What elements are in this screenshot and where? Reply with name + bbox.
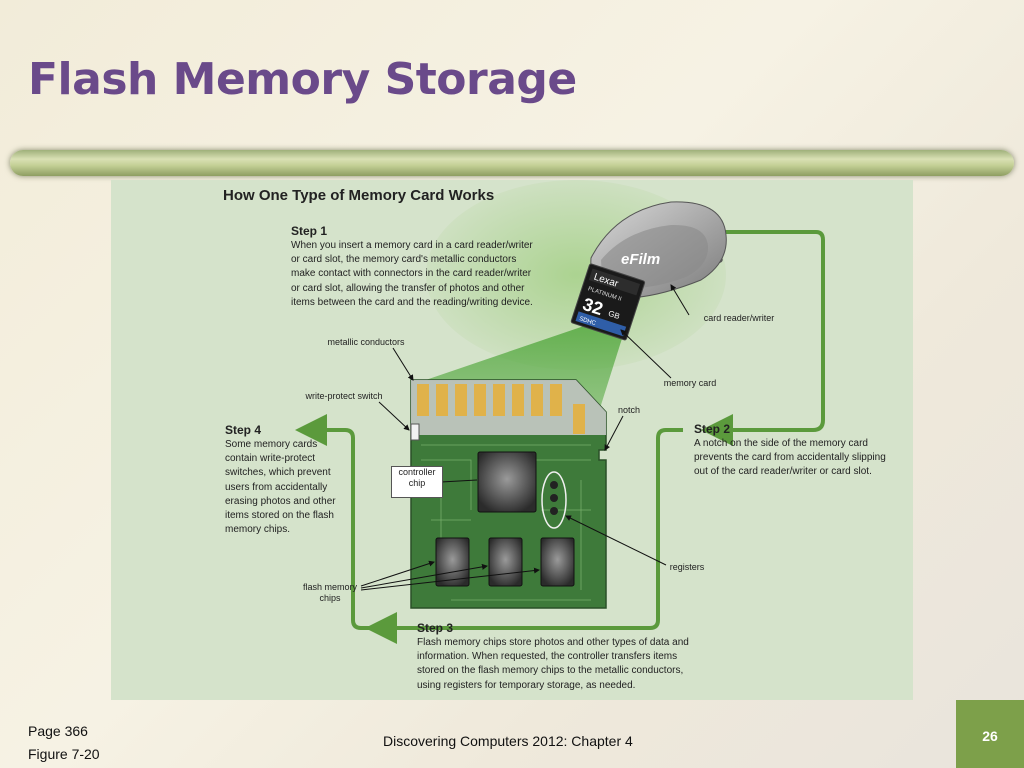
callout-controller-chip (440, 479, 478, 483)
slide-number: 26 (982, 728, 998, 744)
figure-title: How One Type of Memory Card Works (223, 187, 495, 204)
step-2-heading: Step 2 (694, 422, 731, 436)
callout-registers (565, 515, 667, 566)
flash-memory-chip-1 (435, 537, 470, 587)
controller-chip (477, 451, 537, 513)
label-controller-chip: controller chip (391, 466, 443, 498)
metallic-conductors (417, 384, 585, 434)
figure-illustration: eFilm Lexar PLATINUM II 32 GB SDHC (295, 180, 825, 644)
step-4: Step 4 Some memory cards contain write-p… (225, 423, 337, 537)
arrow-step2-to-step3 (365, 428, 683, 644)
callout-memory-card (620, 329, 672, 379)
label-flash-memory-chips: flash memory chips (302, 582, 357, 603)
step-2-text: A notch on the side of the memory card p… (694, 438, 886, 478)
label-metallic-conductors: metallic conductors (327, 337, 405, 347)
label-registers: registers (669, 562, 705, 572)
write-protect-switch (410, 423, 420, 441)
flash-memory-chip-3 (540, 537, 575, 587)
label-notch: notch (617, 405, 641, 415)
step-3: Step 3 Flash memory chips store photos a… (417, 621, 697, 693)
footer-references: Page 366 Figure 7-20 (28, 720, 100, 766)
step-1-text: When you insert a memory card in a card … (291, 240, 533, 308)
callout-flash-chip-1 (360, 560, 435, 587)
slide-number-box: 26 (956, 700, 1024, 768)
figure-reference: Figure 7-20 (28, 746, 100, 762)
callout-flash-chip-3 (360, 567, 540, 591)
step-3-heading: Step 3 (417, 621, 454, 635)
label-memory-card: memory card (663, 378, 717, 388)
step-4-text: Some memory cards contain write-protect … (225, 439, 336, 536)
arrow-step3-to-step4 (295, 414, 373, 630)
reader-brand: eFilm (621, 251, 660, 268)
memory-card-figure: eFilm Lexar PLATINUM II 32 GB SDHC (111, 180, 913, 700)
card-reader-icon: eFilm (590, 201, 727, 299)
label-write-protect-switch: write-protect switch (305, 391, 383, 401)
memory-card-icon: Lexar PLATINUM II 32 GB SDHC (570, 263, 646, 341)
step-1-heading: Step 1 (291, 224, 328, 238)
card-unit: GB (607, 309, 621, 321)
slide-title: Flash Memory Storage (28, 54, 577, 105)
step-3-text: Flash memory chips store photos and othe… (417, 637, 689, 691)
title-divider-bar (10, 150, 1014, 176)
callout-metallic-conductors (392, 347, 414, 381)
callout-card-reader (670, 284, 690, 316)
callout-flash-chip-2 (360, 563, 488, 589)
footer-text: Discovering Computers 2012: Chapter 4 (383, 733, 633, 749)
card-type: SDHC (578, 316, 597, 327)
arrow-step1-to-step2 (701, 230, 825, 446)
step-4-heading: Step 4 (225, 423, 262, 437)
registers-outline (541, 471, 567, 529)
callout-write-protect (378, 401, 410, 431)
circuit-board (410, 379, 607, 609)
step-2: Step 2 A notch on the side of the memory… (694, 422, 894, 480)
callout-notch (604, 415, 624, 451)
step-1: Step 1 When you insert a memory card in … (291, 224, 536, 310)
page-reference: Page 366 (28, 723, 88, 739)
label-card-reader-writer: card reader/writer (703, 313, 775, 323)
flash-memory-chip-2 (488, 537, 523, 587)
